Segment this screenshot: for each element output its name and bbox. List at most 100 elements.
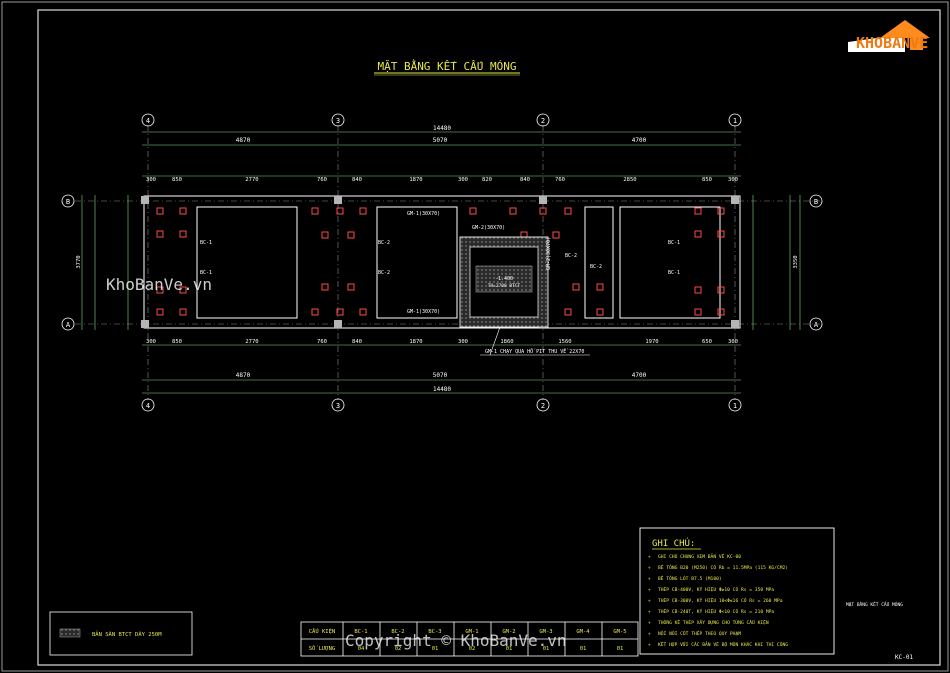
label-drawing-beam_labels-5: BC-1 xyxy=(668,240,680,246)
label-drawing-top_dims-2: 4700 xyxy=(632,137,647,144)
label-drawing-top_sub_dims-2: 2770 xyxy=(245,177,258,183)
svg-text:✛: ✛ xyxy=(648,588,651,593)
label-drawing-grid_labels-side_left-0: B xyxy=(66,198,70,206)
label-drawing-top_sub_dims-6: 300 xyxy=(458,177,468,183)
svg-text:✛: ✛ xyxy=(648,555,651,560)
foundation-outline xyxy=(143,195,741,329)
logo-text: KHOBANVE xyxy=(856,34,928,52)
label-drawing-top_sub_dims-9: 760 xyxy=(555,177,565,183)
svg-text:✛: ✛ xyxy=(648,610,651,615)
label-drawing-beam_labels-7: BC-2 xyxy=(590,264,602,270)
label-schedule-headers-3: BC-3 xyxy=(428,629,441,635)
bottom-sub-dims: 300 850 2770 760 840 1870 300 1860 1560 … xyxy=(146,339,738,345)
label-drawing-beam_labels-4: BC-2 xyxy=(565,253,577,259)
label-drawing-grid_labels-top-2: 2 xyxy=(541,402,545,410)
label-drawing-top_sub_dims-11: 850 xyxy=(702,177,712,183)
label-drawing-top_sub_dims-10: 2850 xyxy=(623,177,636,183)
label-drawing-bottom_sub_dims-5: 1870 xyxy=(409,339,422,345)
label-drawing-top_dims-0: 4870 xyxy=(236,372,251,379)
label-notes-items-3: THÉP CB-400V, KÝ HIỆU Φ≥10 CÓ Rs = 350 M… xyxy=(658,585,774,593)
label-drawing-total_dimension: 14480 xyxy=(433,386,451,393)
label-drawing-top_sub_dims-8: 840 xyxy=(520,177,530,183)
label-schedule-row_label: SỐ LƯỢNG xyxy=(309,645,336,652)
label-schedule-values-1: 02 xyxy=(395,646,402,652)
label-schedule-values-0: 04 xyxy=(358,646,365,652)
label-notes-items-6: THỐNG KÊ THÉP XÂY DỰNG CHO TỪNG CẤU KIỆN xyxy=(658,618,769,626)
label-drawing-beam_labels-10: GM-2(30X70) xyxy=(472,225,505,231)
watermark-copyright: Copyright © KhoBanVe.vn xyxy=(345,631,567,650)
label-drawing-top_sub_dims-7: 820 xyxy=(482,177,492,183)
grid-bubbles-top: 4 3 2 1 xyxy=(141,113,742,127)
dimensions-side xyxy=(81,195,801,330)
svg-text:✛: ✛ xyxy=(648,599,651,604)
label-drawing-top_dims-0: 4870 xyxy=(236,137,251,144)
label-schedule-values-7: 01 xyxy=(617,646,624,652)
label-schedule-headers-4: GM-1 xyxy=(465,629,478,635)
label-drawing-beam_labels-2: BC-2 xyxy=(378,240,390,246)
label-drawing-bottom_sub_dims-9: 1970 xyxy=(645,339,658,345)
notes-heading: GHI CHÚ: xyxy=(652,537,695,549)
notes-list: ✛GHI CHÚ CHUNG XEM BẢN VẼ KC-00 ✛BÊ TÔNG… xyxy=(648,552,788,648)
label-notes-items-1: BÊ TÔNG B20 (M250) CÓ Rb = 11.5MPa (115 … xyxy=(658,563,788,571)
label-drawing-bottom_sub_dims-10: 650 xyxy=(702,339,712,345)
label-schedule-headers-8: GM-5 xyxy=(613,629,626,635)
label-drawing-bottom_sub_dims-11: 300 xyxy=(728,339,738,345)
piles xyxy=(156,207,725,316)
label-schedule-values-2: 01 xyxy=(432,646,439,652)
total-dim-top: 14480 xyxy=(433,125,451,132)
member-schedule xyxy=(300,621,639,657)
label-schedule-headers-7: GM-4 xyxy=(576,629,590,635)
grid-bubbles-bottom: 4 3 2 1 xyxy=(141,398,742,412)
grid-lines xyxy=(75,125,820,400)
label-drawing-beam_labels-1: BC-1 xyxy=(200,270,212,276)
dimensions-bottom xyxy=(142,344,741,394)
notes-box xyxy=(639,527,835,655)
label-schedule-headers-6: GM-3 xyxy=(539,629,552,635)
legend-text: BẢN SÀN BTCT DÀY 250M xyxy=(92,630,162,638)
label-drawing-beam_labels-9: GM-1(30X70) xyxy=(407,309,440,315)
schedule-values: SỐ LƯỢNG 04 02 01 02 01 01 01 01 xyxy=(309,645,624,652)
label-notes-items-5: THÉP CB-240T, KÝ HIỆU Φ<10 CÓ Rs = 210 M… xyxy=(658,607,774,615)
label-drawing-beam_labels-3: BC-2 xyxy=(378,270,390,276)
label-schedule-values-3: 02 xyxy=(469,646,476,652)
legend-swatch xyxy=(59,628,81,638)
label-drawing-bottom_sub_dims-4: 840 xyxy=(352,339,362,345)
label-schedule-headers-1: BC-1 xyxy=(354,629,367,635)
grid-label-4-top: 4 xyxy=(146,117,150,125)
khobanve-logo: KHOBANVE xyxy=(848,20,930,52)
watermark-center: KhoBanVe.vn xyxy=(106,275,212,294)
label-drawing-beam_labels-6: BC-1 xyxy=(668,270,680,276)
svg-text:✛: ✛ xyxy=(648,566,651,571)
sheet-label: MẶT BẰNG KẾT CẤU MÓNG xyxy=(846,600,903,608)
label-drawing-beam_labels-11: GM-2(30X70) xyxy=(546,237,552,270)
label-drawing-top_sub_dims-5: 1870 xyxy=(409,177,422,183)
label-schedule-values-4: 01 xyxy=(506,646,513,652)
label-schedule-values-5: 01 xyxy=(543,646,550,652)
legend-box xyxy=(49,611,193,656)
label-notes-items-7: NỐI NỐI CỐT THÉP THEO QUY PHẠM xyxy=(658,629,741,637)
svg-text:✛: ✛ xyxy=(648,632,651,637)
label-drawing-top_dims-1: 5070 xyxy=(433,372,448,379)
label-drawing-top_dims-2: 4700 xyxy=(632,372,647,379)
pit-note: GM-1 CHẠY QUA HỐ PIT THU VỀ 22X70 xyxy=(485,347,584,355)
label-drawing-grid_labels-top-0: 4 xyxy=(146,402,150,410)
label-drawing-bottom_sub_dims-6: 300 xyxy=(458,339,468,345)
svg-text:✛: ✛ xyxy=(648,643,651,648)
label-drawing-top_sub_dims-1: 850 xyxy=(172,177,182,183)
grid-label-2-top: 2 xyxy=(541,117,545,125)
label-schedule-headers-0: CẤU KIỆN xyxy=(309,627,336,635)
label-drawing-bottom_sub_dims-2: 2770 xyxy=(245,339,258,345)
pit-elevation: -1.400 xyxy=(495,276,513,282)
label-schedule-headers-2: BC-2 xyxy=(391,629,404,635)
label-drawing-bottom_sub_dims-8: 1560 xyxy=(558,339,571,345)
right-total-dim: 3350 xyxy=(793,255,799,268)
top-sub-dims: 300 850 2770 760 840 1870 300 820 840 76… xyxy=(146,177,738,183)
label-drawing-top_dims-1: 5070 xyxy=(433,137,448,144)
label-schedule-values-6: 01 xyxy=(580,646,587,652)
grid-label-3-top: 3 xyxy=(336,117,340,125)
grid-bubbles-side: B A B A xyxy=(61,194,823,331)
dimensions-top xyxy=(142,131,741,177)
pit-sub: TH=2700 BTCT xyxy=(488,283,521,289)
